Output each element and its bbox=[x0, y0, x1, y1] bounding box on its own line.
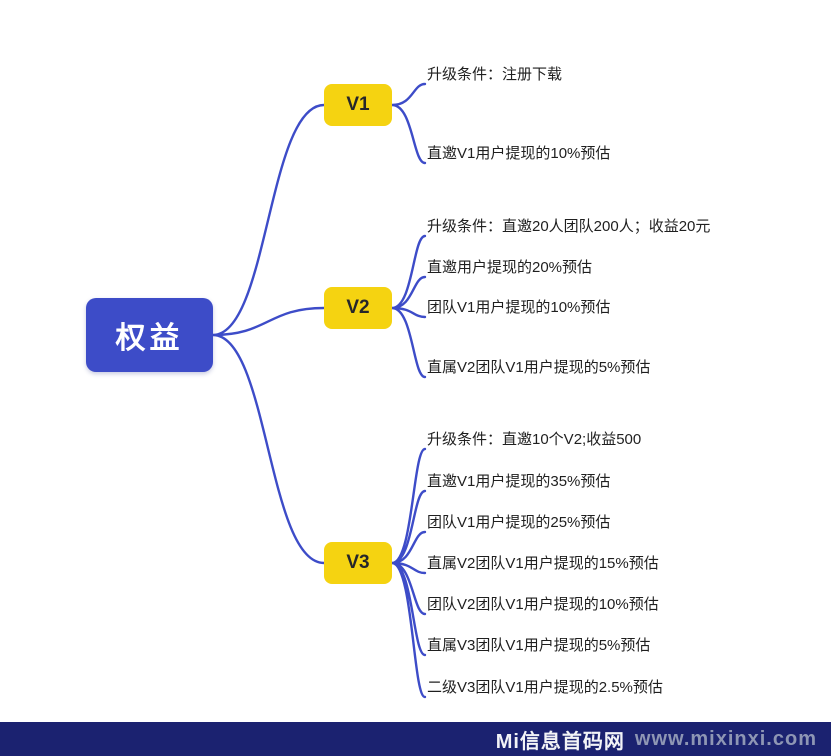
leaf-item: 升级条件：注册下载 bbox=[427, 66, 563, 83]
leaf-item: 二级V3团队V1用户提现的2.5%预估 bbox=[427, 679, 663, 696]
footer-brand: Mi信息首码网 bbox=[495, 730, 625, 753]
branch-node-v2: V2 bbox=[324, 287, 392, 329]
v1-leaf-connectors bbox=[390, 82, 427, 165]
leaf-item: 直属V2团队V1用户提现的15%预估 bbox=[427, 555, 659, 572]
leaf-item: 团队V1用户提现的25%预估 bbox=[427, 514, 611, 531]
branch-node-v1: V1 bbox=[324, 84, 392, 126]
v3-leaf-connectors bbox=[390, 447, 427, 699]
leaf-item: 直属V3团队V1用户提现的5%预估 bbox=[427, 637, 651, 654]
leaf-item: 直邀V1用户提现的10%预估 bbox=[427, 145, 611, 162]
leaf-item: 团队V1用户提现的10%预估 bbox=[427, 299, 611, 316]
leaf-item: 团队V2团队V1用户提现的10%预估 bbox=[427, 596, 659, 613]
root-node: 权益 bbox=[86, 298, 213, 372]
branch-node-v3: V3 bbox=[324, 542, 392, 584]
leaf-item: 升级条件：直邀20人团队200人；收益20元 bbox=[427, 218, 711, 235]
leaf-item: 直邀用户提现的20%预估 bbox=[427, 259, 593, 276]
v2-leaf-connectors bbox=[390, 234, 427, 379]
leaf-item: 升级条件：直邀10个V2;收益500 bbox=[427, 431, 642, 448]
footer-bar: Mi信息首码网 www.mixinxi.com bbox=[0, 722, 831, 756]
footer-url: www.mixinxi.com bbox=[634, 727, 817, 750]
root-branch-connectors bbox=[211, 103, 326, 565]
leaf-item: 直属V2团队V1用户提现的5%预估 bbox=[427, 359, 651, 376]
leaf-item: 直邀V1用户提现的35%预估 bbox=[427, 473, 611, 490]
